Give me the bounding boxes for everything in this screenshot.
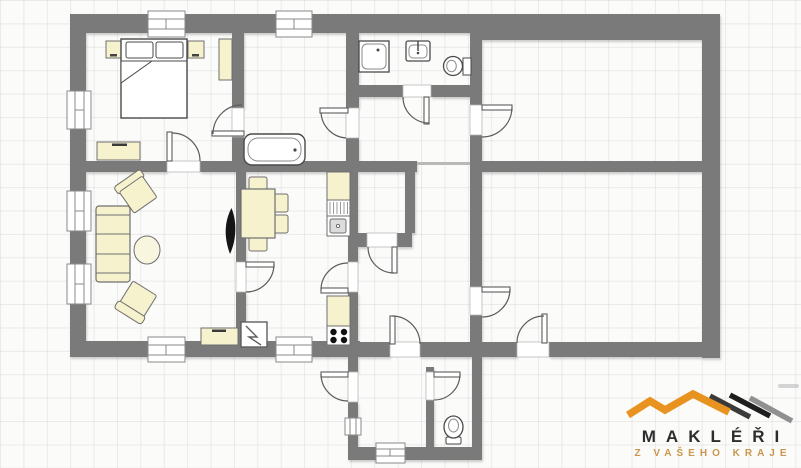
wash-basin — [405, 40, 431, 62]
window-bottom-dining — [275, 336, 313, 363]
fireplace-stove — [240, 321, 268, 348]
bathtub — [243, 133, 306, 166]
bathtub-drain — [293, 148, 297, 152]
logo-title: MAKLÉŘI — [641, 427, 790, 446]
dresser — [96, 141, 141, 161]
room-closet — [358, 172, 405, 233]
kitchen-counter-stove — [326, 295, 351, 346]
wardrobe — [218, 38, 233, 81]
doors — [166, 84, 550, 403]
toilet — [442, 55, 472, 77]
door-swing-arcs — [171, 96, 545, 402]
door-leaf-bathroom-bedroom — [211, 130, 245, 137]
door-leaves — [166, 96, 548, 378]
room-right-top — [482, 40, 702, 161]
door-leaf-extension — [389, 315, 396, 345]
door-leaf-right-top — [481, 104, 513, 111]
blanket-fold — [120, 60, 154, 84]
logo-subtitle: Z VAŠEHO KRAJE — [634, 448, 792, 459]
sofa — [95, 205, 131, 283]
door-leaf-wc — [423, 96, 430, 125]
door-leaf-extension-wc — [433, 371, 461, 378]
window-bottom-living — [147, 336, 186, 363]
window-left-bedroom — [66, 90, 92, 130]
open-passage-line — [417, 162, 470, 165]
nightstand-right — [187, 40, 205, 59]
window-top-bedroom — [147, 10, 186, 38]
window-left-living-1 — [66, 190, 92, 232]
armchair-bottom — [114, 281, 157, 325]
window-extension-left — [344, 417, 362, 436]
kitchen-counter-sink — [326, 171, 351, 237]
armchair-top — [114, 169, 157, 214]
dining-chairs — [248, 176, 289, 252]
shower-cabin — [358, 40, 390, 73]
window-left-living-2 — [66, 263, 92, 305]
plant-silhouette — [225, 208, 236, 254]
window-extension-bottom — [375, 442, 406, 464]
room-entry-extension — [358, 367, 426, 447]
roof-icon — [625, 389, 794, 424]
door-leaf-kitchen — [320, 287, 349, 294]
door-leaf-exterior-south — [541, 313, 548, 344]
pillow-left — [125, 41, 154, 59]
double-bed — [120, 38, 188, 119]
windows — [66, 10, 406, 464]
door-leaf-closet — [391, 246, 398, 274]
door-leaf-dining — [245, 261, 275, 268]
cooktop-four-burners — [330, 328, 348, 344]
dining-table — [240, 188, 276, 239]
pillow-right — [155, 41, 184, 59]
nightstand-left — [105, 40, 122, 59]
coffee-table — [133, 235, 161, 265]
door-leaf-entry-exterior — [320, 371, 349, 378]
room-right-bottom — [482, 172, 702, 342]
tv-cabinet — [200, 327, 239, 346]
toilet-extension — [443, 415, 464, 445]
door-leaf-bedroom-living — [166, 131, 173, 162]
door-leaf-hallway-bathroom — [319, 107, 349, 114]
watermark — [778, 384, 799, 388]
toilet-tank — [462, 57, 472, 76]
furniture — [95, 38, 472, 445]
door-leaf-right-bottom — [481, 286, 511, 293]
window-top-bathroom — [275, 10, 313, 38]
agency-logo: MAKLÉŘI Z VAŠEHO KRAJE — [620, 382, 801, 468]
door-thresholds — [166, 84, 550, 403]
